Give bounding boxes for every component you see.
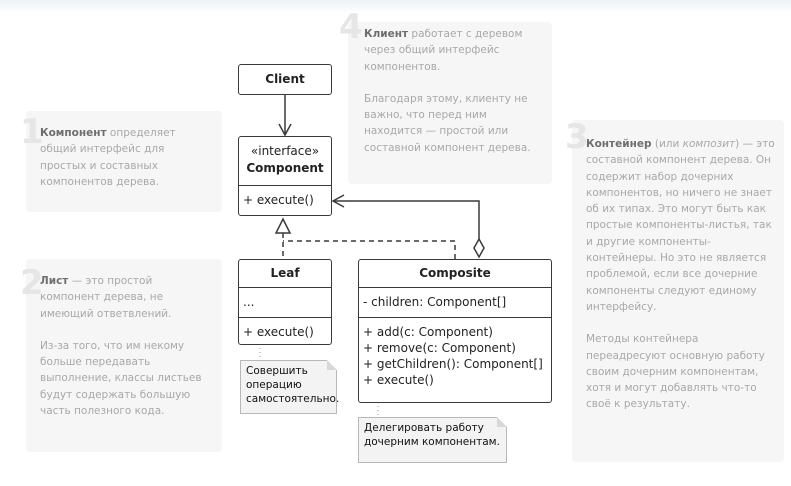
note-component-bold: Компонент (40, 127, 107, 139)
composite-sticky-line-2: дочерним компонентам. (364, 436, 500, 448)
client-class-box: Client (238, 64, 332, 95)
note-client-bold: Клиент (364, 28, 409, 40)
note-panel-component (26, 111, 222, 212)
aggregation-arrowhead (331, 194, 345, 208)
note-leaf-text: — это простой компонент дерева, не имеющ… (40, 275, 172, 320)
client-component-arrowhead (278, 123, 292, 137)
note-client: Клиент работает с деревом через общий ин… (364, 26, 540, 156)
note-leaf-text-2: Из-за того, что им некому больше передав… (40, 339, 202, 418)
note-number-1: 1 (20, 112, 44, 152)
note-composite-pre: (или (651, 138, 683, 150)
note-leaf: Лист — это простой компонент дерева, не … (40, 273, 208, 419)
composite-class-title: Composite (419, 266, 491, 280)
note-component: Компонент определяет общий интерфейс для… (40, 125, 190, 190)
note-number-4: 4 (339, 7, 363, 47)
component-stereotype: «interface» (250, 144, 320, 158)
composite-method-execute: + execute() (363, 373, 434, 387)
composite-sticky-line-1: Делегировать работу (364, 422, 484, 434)
leaf-fields-section: ... (239, 287, 331, 317)
leaf-sticky-line-2: операцию (246, 379, 302, 391)
composite-field-children: - children: Component[] (363, 295, 507, 309)
composite-methods-section: + add(c: Component) + remove(c: Componen… (359, 317, 551, 394)
leaf-methods-section: + execute() (239, 317, 331, 346)
component-methods-section: + execute() (239, 185, 331, 214)
note-client-text-2: Благодаря этому, клиенту не важно, что п… (364, 92, 531, 154)
note-composite: Контейнер (или композит) — это составной… (586, 136, 778, 413)
composite-class-box: Composite - children: Component[] + add(… (358, 259, 552, 403)
note-leaf-bold: Лист (40, 275, 69, 287)
leaf-class-title: Leaf (270, 266, 300, 280)
leaf-fields: ... (243, 295, 255, 309)
note-composite-bold: Контейнер (586, 138, 652, 150)
aggregation-diamond (473, 237, 485, 259)
aggregation-line (333, 200, 480, 239)
note-panel-leaf (26, 259, 222, 452)
composite-realization-line (283, 240, 456, 259)
leaf-sticky-line-3: самостоятельно. (246, 393, 340, 405)
note-composite-italic: композит (682, 138, 736, 150)
composite-sticky-fold (497, 417, 507, 427)
component-title: Component (246, 161, 324, 175)
note-composite-text-2: Методы контейнера переадресуют основную … (586, 333, 765, 411)
composite-method-remove: + remove(c: Component) (363, 341, 516, 355)
note-composite-text: ) — это составной компонент дерева. Он с… (586, 138, 775, 313)
leaf-sticky-line-1: Совершить (246, 365, 308, 377)
composite-fields-section: - children: Component[] (359, 287, 551, 317)
top-gradient (0, 0, 791, 14)
leaf-sticky-fold (327, 360, 337, 370)
composite-sticky-note: Делегировать работу дочерним компонентам… (358, 417, 507, 463)
note-panel-composite (572, 120, 784, 462)
realization-triangle (274, 217, 292, 234)
component-method-execute: + execute() (243, 193, 314, 207)
client-class-title: Client (265, 72, 305, 86)
leaf-class-box: Leaf ... + execute() (238, 259, 332, 345)
note-panel-client (348, 22, 552, 184)
component-interface-box: «interface» Component + execute() (238, 136, 332, 216)
note-component-text: определяет общий интерфейс для простых и… (40, 127, 176, 188)
composite-method-add: + add(c: Component) (363, 325, 493, 339)
note-number-3: 3 (565, 117, 589, 157)
note-client-text: работает с деревом через общий интерфейс… (364, 28, 523, 73)
composite-method-getchildren: + getChildren(): Component[] (363, 357, 543, 371)
leaf-method-execute: + execute() (243, 325, 314, 339)
leaf-sticky-note: Совершить операцию самостоятельно. (240, 360, 340, 414)
note-number-2: 2 (20, 263, 44, 303)
